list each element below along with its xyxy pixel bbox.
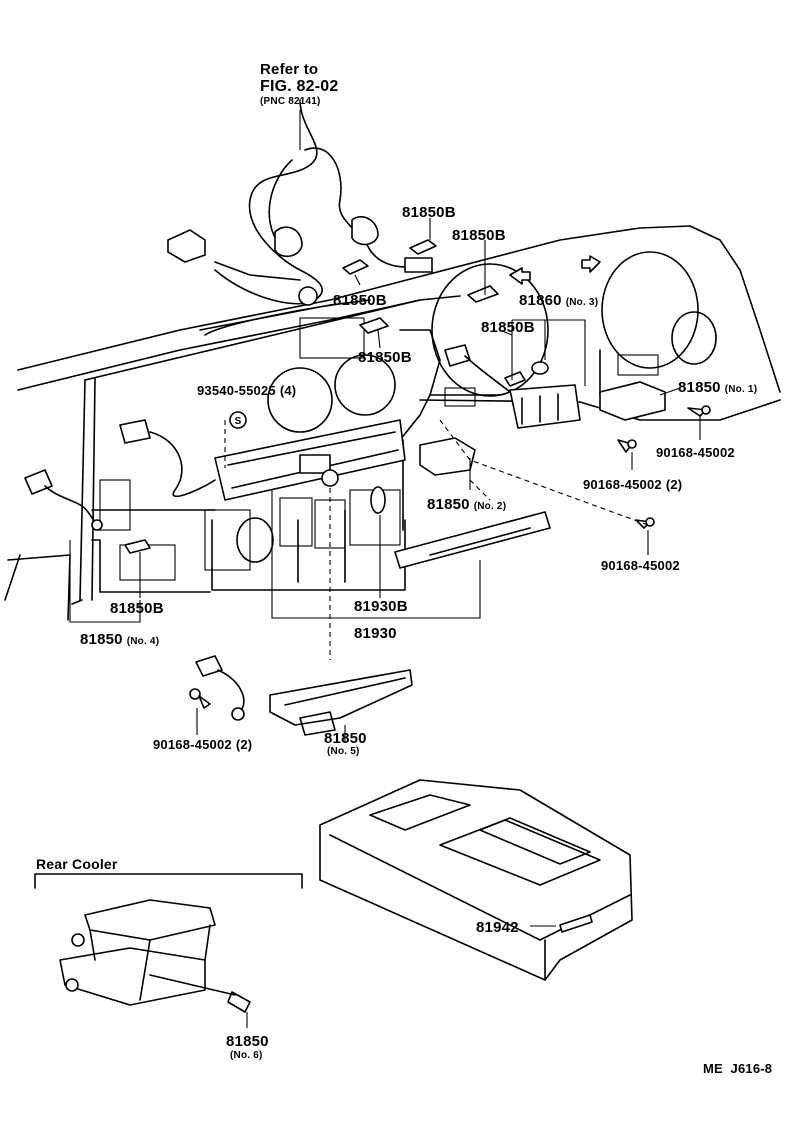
callout-81850-no6: 81850 [226,1033,269,1050]
part-number: 81850 [678,379,721,396]
rear-cooler-assembly [34,873,303,1013]
part-qualifier: (2) [665,477,683,492]
part-number: 81850 [427,496,470,513]
left-connector [24,469,103,531]
switch-cluster [394,344,666,569]
callout-81850b-5: 81850B [358,349,412,366]
console-box [319,779,633,981]
part-number: 90168-45002 [583,477,662,492]
part-qualifier: (No. 4) [126,636,160,647]
lower-lamp-harness [195,655,413,736]
heater-control [119,419,406,514]
callout-81860-no3: 81860(No. 3) [519,293,598,308]
part-qualifier: (4) [279,383,297,398]
callout-81850b-4: 81850B [481,319,535,336]
part-qualifier: (No. 3) [565,297,599,308]
callout-81850b-2: 81850B [452,227,506,244]
callout-81850b-1: 81850B [402,204,456,221]
s-symbol-circle [229,411,247,429]
callout-90168-b: 90168-45002(2) [583,478,682,491]
screws [189,405,711,709]
part-number: 90168-45002 [153,737,232,752]
instrument-panel [4,225,781,621]
callout-81850-no5-sub: (No. 5) [327,746,360,757]
reference-line2: FIG. 82-02 [260,78,339,95]
part-qualifier: (No. 1) [724,384,758,395]
part-number: 81850 [80,631,123,648]
part-number: 81860 [519,292,562,309]
callout-81850-no4: 81850(No. 4) [80,632,159,647]
part-qualifier: (No. 2) [473,501,507,512]
callout-90168-a: 90168-45002 [656,445,735,460]
reference-line3: (PNC 82141) [260,96,321,107]
callout-93540: 93540-55025(4) [197,384,296,397]
leader-lines [69,110,701,1028]
callout-81930b: 81930B [354,598,408,615]
callout-81850-no5: 81850 [324,730,367,747]
figure-code: ME J616-8 [703,1061,773,1076]
s-symbol: S [235,416,242,427]
callout-90168-d: 90168-45002(2) [153,738,252,751]
bulb-sockets [124,239,499,554]
part-number: 93540-55025 [197,383,276,398]
wire-harness [167,99,433,306]
callout-81850-no6-sub: (No. 6) [230,1050,263,1061]
callout-81850-no1: 81850(No. 1) [678,380,757,395]
callout-81850b-6: 81850B [110,600,164,617]
rear-cooler-title: Rear Cooler [36,856,118,872]
callout-81942: 81942 [476,919,519,936]
callout-81930: 81930 [354,625,397,642]
callout-81850b-3: 81850B [333,292,387,309]
part-qualifier: (2) [235,737,253,752]
reference-line1: Refer to [260,61,319,78]
callout-81850-no2: 81850(No. 2) [427,497,506,512]
callout-90168-c: 90168-45002 [601,558,680,573]
